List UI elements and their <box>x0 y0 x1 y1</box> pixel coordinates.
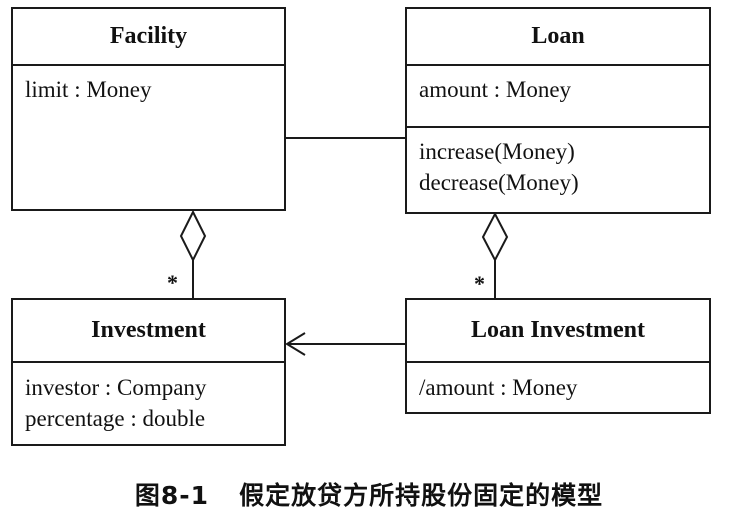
loan-operation-decrease: decrease(Money) <box>419 170 579 195</box>
facility-aggregation-diamond <box>179 209 207 263</box>
investment-attributes: investor : Company percentage : double <box>13 363 284 434</box>
loan-aggregation-diamond <box>481 211 509 263</box>
loan-investment-attributes: /amount : Money <box>407 363 709 403</box>
investment-class[interactable]: Investment investor : Company percentage… <box>11 298 286 446</box>
navigation-arrowhead <box>285 332 306 356</box>
figure-number: 图8-1 <box>134 481 210 510</box>
investment-attribute-percentage: percentage : double <box>25 406 206 431</box>
loan-operation-increase: increase(Money) <box>419 139 575 164</box>
facility-class[interactable]: Facility limit : Money <box>11 7 286 211</box>
loan-attributes: amount : Money <box>407 66 709 128</box>
loan-attribute-amount: amount : Money <box>419 77 572 102</box>
investment-attribute-investor: investor : Company <box>25 375 207 400</box>
facility-class-name: Facility <box>13 9 284 66</box>
loan-investment-class[interactable]: Loan Investment /amount : Money <box>405 298 711 414</box>
facility-attribute-limit: limit : Money <box>25 77 152 102</box>
loan-class[interactable]: Loan amount : Money increase(Money) decr… <box>405 7 711 214</box>
loan-investment-attribute-amount: /amount : Money <box>419 375 578 400</box>
investment-class-name: Investment <box>13 300 284 363</box>
loan-operations: increase(Money) decrease(Money) <box>407 128 709 198</box>
figure-caption: 图8-1 假定放贷方所持股份固定的模型 <box>0 476 738 512</box>
loan-class-name: Loan <box>407 9 709 66</box>
loan-loaninvestment-multiplicity: * <box>474 271 485 296</box>
loan-investment-class-name: Loan Investment <box>407 300 709 363</box>
facility-investment-multiplicity: * <box>167 270 178 295</box>
facility-attributes: limit : Money <box>13 66 284 105</box>
figure-title: 假定放贷方所持股份固定的模型 <box>239 481 604 510</box>
